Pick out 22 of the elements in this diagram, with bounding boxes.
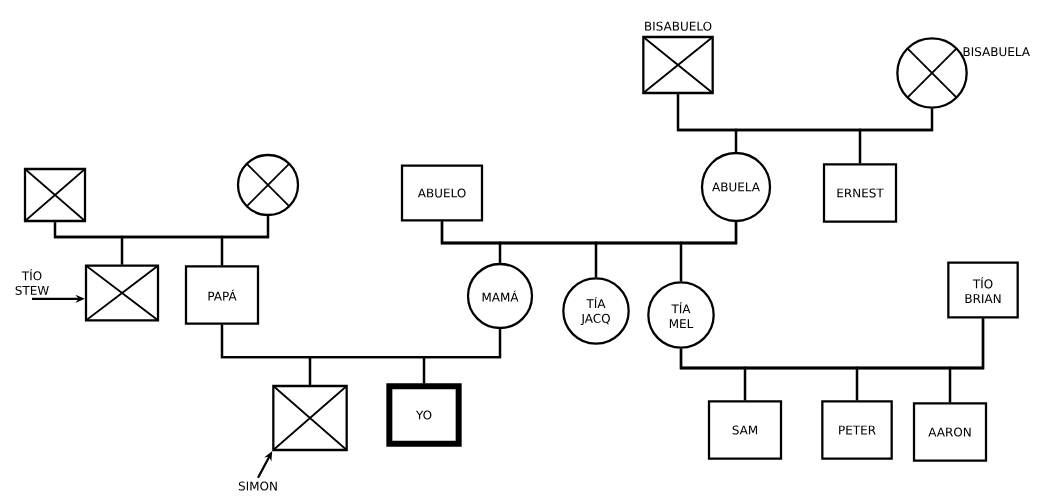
node-label: BISABUELO xyxy=(645,21,712,31)
connector-line xyxy=(679,222,738,282)
crossed-circle xyxy=(236,153,300,217)
person-box: PAPÁ xyxy=(184,265,260,325)
connector-line xyxy=(422,329,502,384)
person-box: TÍO BRIAN xyxy=(947,261,1019,319)
connector-line xyxy=(858,108,934,164)
crossed-box xyxy=(272,384,348,452)
node-label: BISABUELA xyxy=(963,47,1030,57)
name-label: TÍO STEW xyxy=(15,269,49,295)
person-box: AARON xyxy=(912,402,988,462)
crossed-box xyxy=(23,167,87,223)
connector-line xyxy=(220,216,270,266)
person-box: SAM xyxy=(707,400,783,460)
name-label: SIMON xyxy=(238,481,277,491)
person-box: ABUELO xyxy=(400,164,484,222)
person-box: YO xyxy=(386,383,462,447)
crossed-box xyxy=(84,264,160,322)
connector-line xyxy=(948,318,985,403)
person-box: PETER xyxy=(821,400,893,460)
crossed-box: BISABUELO xyxy=(642,21,714,95)
person-box: ERNEST xyxy=(822,163,898,223)
